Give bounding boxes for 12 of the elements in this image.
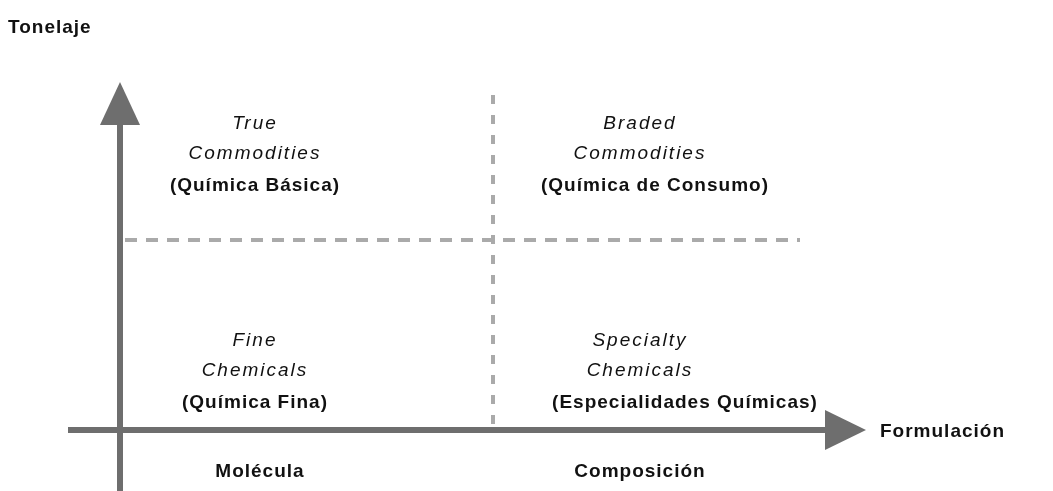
- axis-category: Composición: [573, 459, 707, 483]
- quadrant-title: True Commodities: [187, 111, 323, 165]
- axis-label: Tonelaje: [8, 15, 88, 39]
- quadrant-subtitle: (Química Básica): [168, 173, 342, 197]
- quadrant-subtitle: (Química de Consumo): [540, 173, 770, 197]
- quadrant-subtitle: (Química Fina): [181, 390, 329, 414]
- quadrant-title: Specialty Chemicals: [585, 328, 695, 382]
- quadrant-subtitle: (Especialidades Químicas): [551, 390, 819, 414]
- axis-label: Formulación: [880, 419, 1006, 443]
- axis-category: Molécula: [214, 459, 306, 483]
- quadrant-title: Fine Chemicals: [200, 328, 310, 382]
- quadrant-title: Braded Commodities: [572, 111, 708, 165]
